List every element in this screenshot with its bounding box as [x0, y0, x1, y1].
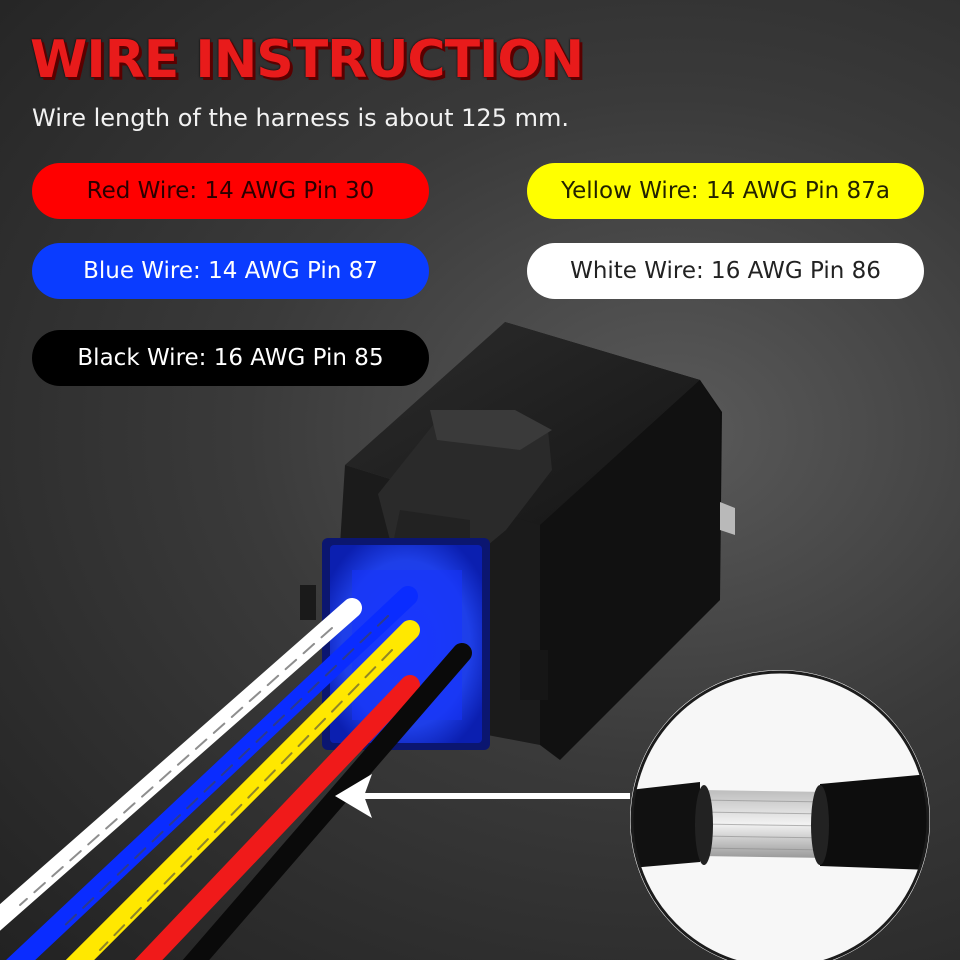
page-title: WIRE INSTRUCTION [30, 30, 584, 90]
red-wire [134, 675, 420, 960]
pointer-arrow [335, 774, 630, 818]
blue-wire [6, 586, 418, 960]
yellow-wire-label: Yellow Wire: 14 AWG Pin 87a [527, 163, 924, 219]
wire-strand-closeup [630, 670, 930, 960]
harness-wires [0, 586, 472, 960]
harness-length-note: Wire length of the harness is about 125 … [32, 104, 569, 132]
white-wire-label: White Wire: 16 AWG Pin 86 [527, 243, 924, 299]
black-wire [182, 643, 472, 960]
white-wire [0, 598, 362, 931]
blue-wire-label: Blue Wire: 14 AWG Pin 87 [32, 243, 429, 299]
black-wire-label: Black Wire: 16 AWG Pin 85 [32, 330, 429, 386]
red-wire-label: Red Wire: 14 AWG Pin 30 [32, 163, 429, 219]
yellow-wire [65, 620, 420, 960]
